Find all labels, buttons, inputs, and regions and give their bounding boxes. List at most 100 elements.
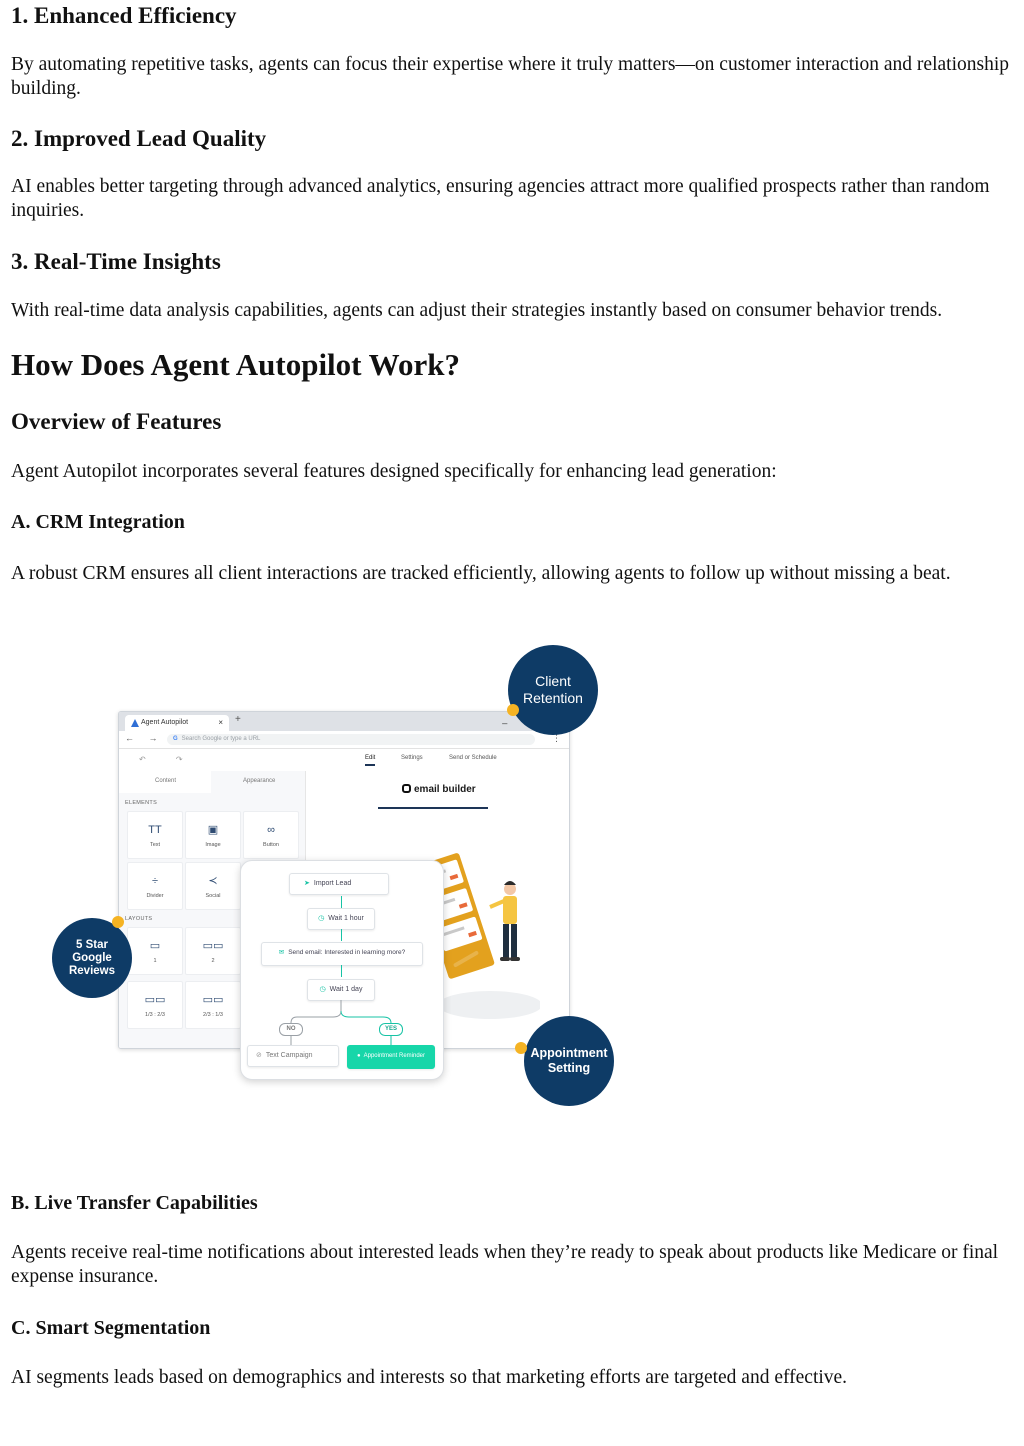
- crm-heading: A. CRM Integration: [11, 511, 185, 533]
- section-heading-enhanced-efficiency: 1. Enhanced Efficiency: [11, 3, 237, 28]
- flow-connector: [341, 929, 342, 941]
- flow-node-send-email[interactable]: ✉Send email: Interested in learning more…: [261, 942, 423, 966]
- element-label: Social: [205, 893, 221, 899]
- smart-segmentation-body: AI segments leads based on demographics …: [11, 1367, 848, 1388]
- element-label: Button: [263, 842, 279, 848]
- email-builder-logo: email builder: [402, 784, 476, 795]
- element-label: Divider: [146, 893, 164, 899]
- branch-yes-label: YES: [379, 1023, 403, 1036]
- flow-node-text-campaign[interactable]: ⊘Text Campaign: [247, 1045, 339, 1067]
- overview-heading: Overview of Features: [11, 409, 222, 434]
- section-body-real-time-insights: With real-time data analysis capabilitie…: [11, 300, 943, 321]
- element-image[interactable]: ▣ Image: [185, 811, 241, 859]
- browser-tab[interactable]: Agent Autopilot ×: [125, 715, 229, 731]
- cursor-icon: ➤: [304, 880, 310, 887]
- flow-node-wait-1-hour[interactable]: ◷Wait 1 hour: [307, 908, 375, 930]
- flow-node-appointment-reminder[interactable]: ●Appointment Reminder: [347, 1045, 435, 1069]
- badge-connector-dot: [515, 1042, 527, 1054]
- mail-icon: ✉: [278, 949, 285, 956]
- divider-icon: ÷: [151, 875, 159, 887]
- email-builder-text: email builder: [414, 784, 476, 795]
- element-label: Text: [149, 842, 161, 848]
- layout-2-3-1-3[interactable]: ▭▭ 2/3 : 1/3: [185, 981, 241, 1029]
- layout-icon: ▭: [149, 940, 161, 952]
- logo-underline: [378, 807, 488, 809]
- badge-line: 5 Star: [76, 938, 108, 951]
- layout-icon: ▭▭: [202, 994, 224, 1006]
- element-text[interactable]: TT Text: [127, 811, 183, 859]
- flow-node-label: Wait 1 day: [329, 986, 363, 993]
- hexagon-icon: [402, 784, 411, 793]
- tab-settings[interactable]: Settings: [401, 755, 423, 761]
- url-placeholder: Search Google or type a URL: [181, 736, 261, 742]
- layout-label: 2: [211, 958, 215, 964]
- badge-client-retention: Client Retention: [508, 645, 598, 735]
- new-tab-icon[interactable]: +: [235, 714, 241, 725]
- section-heading-real-time-insights: 3. Real-Time Insights: [11, 249, 221, 274]
- editor-toolbar: ↶ ↷ Edit Settings Send or Schedule: [119, 749, 569, 772]
- clock-icon: ◷: [319, 986, 326, 993]
- smart-segmentation-heading: C. Smart Segmentation: [11, 1317, 211, 1339]
- element-divider[interactable]: ÷ Divider: [127, 862, 183, 910]
- badge-line: Google: [72, 951, 112, 964]
- badge-line: Appointment: [530, 1046, 608, 1060]
- elements-section-label: ELEMENTS: [125, 800, 158, 806]
- google-icon: G: [173, 736, 178, 742]
- link-icon: ∞: [267, 824, 275, 836]
- feature-illustration: Agent Autopilot × + _ ◻ × ← → C GSearch …: [50, 640, 620, 1115]
- browser-tab-title: Agent Autopilot: [141, 719, 189, 726]
- tab-close-icon[interactable]: ×: [218, 718, 223, 727]
- layout-label: 2/3 : 1/3: [203, 1012, 223, 1018]
- section-body-improved-lead-quality: AI enables better targeting through adva…: [11, 176, 990, 221]
- badge-appointment-setting: Appointment Setting: [524, 1016, 614, 1106]
- navigation-icons[interactable]: ← → C: [125, 733, 185, 743]
- block-icon: ⊘: [256, 1052, 262, 1059]
- clock-icon: ◷: [318, 915, 325, 922]
- workflow-card: ➤Import Lead ◷Wait 1 hour ✉Send email: I…: [240, 860, 444, 1080]
- layouts-section-label: LAYOUTS: [125, 916, 153, 922]
- section-heading-improved-lead-quality: 2. Improved Lead Quality: [11, 126, 267, 151]
- element-button[interactable]: ∞ Button: [243, 811, 299, 859]
- section-body-enhanced-efficiency: By automating repetitive tasks, agents c…: [11, 54, 1009, 99]
- sidebar-tabs: Content Appearance: [119, 771, 305, 793]
- layout-1[interactable]: ▭ 1: [127, 927, 183, 975]
- flow-node-label: Text Campaign: [265, 1052, 313, 1059]
- layout-2[interactable]: ▭▭ 2: [185, 927, 241, 975]
- badge-connector-dot: [507, 704, 519, 716]
- badge-line: Retention: [523, 690, 583, 706]
- share-icon: ≺: [208, 875, 218, 887]
- element-social[interactable]: ≺ Social: [185, 862, 241, 910]
- layout-label: 1/3 : 2/3: [145, 1012, 165, 1018]
- crm-body: A robust CRM ensures all client interact…: [11, 563, 951, 584]
- layout-icon: ▭▭: [144, 994, 166, 1006]
- tab-content[interactable]: Content: [155, 778, 177, 784]
- flow-node-import-lead[interactable]: ➤Import Lead: [289, 873, 389, 895]
- browser-menu-icon[interactable]: ⋮: [552, 733, 561, 743]
- flow-node-label: Wait 1 hour: [328, 915, 364, 922]
- image-icon: ▣: [207, 824, 219, 836]
- live-transfer-heading: B. Live Transfer Capabilities: [11, 1192, 258, 1214]
- flow-branch-lines: [290, 1000, 392, 1046]
- layout-1-3-2-3[interactable]: ▭▭ 1/3 : 2/3: [127, 981, 183, 1029]
- badge-line: Reviews: [68, 964, 116, 977]
- flow-node-wait-1-day[interactable]: ◷Wait 1 day: [307, 979, 375, 1001]
- flow-connector: [341, 896, 342, 908]
- tab-send-or-schedule[interactable]: Send or Schedule: [449, 755, 497, 761]
- main-heading: How Does Agent Autopilot Work?: [11, 347, 460, 382]
- flow-node-label: Send email: Interested in learning more?: [288, 949, 406, 956]
- text-icon: TT: [148, 824, 162, 836]
- flow-connector: [341, 965, 342, 977]
- flow-node-label: Appointment Reminder: [363, 1053, 425, 1059]
- tab-edit[interactable]: Edit: [365, 755, 376, 766]
- undo-redo-icons[interactable]: ↶ ↷: [139, 755, 197, 764]
- tab-appearance[interactable]: Appearance: [243, 778, 276, 784]
- badge-connector-dot: [112, 916, 124, 928]
- badge-line: Client: [535, 673, 571, 689]
- branch-no-label: NO: [279, 1023, 303, 1036]
- layout-label: 1: [153, 958, 157, 964]
- overview-body: Agent Autopilot incorporates several fea…: [11, 461, 777, 482]
- badge-google-reviews: 5 Star Google Reviews: [52, 918, 132, 998]
- element-label: Image: [205, 842, 221, 848]
